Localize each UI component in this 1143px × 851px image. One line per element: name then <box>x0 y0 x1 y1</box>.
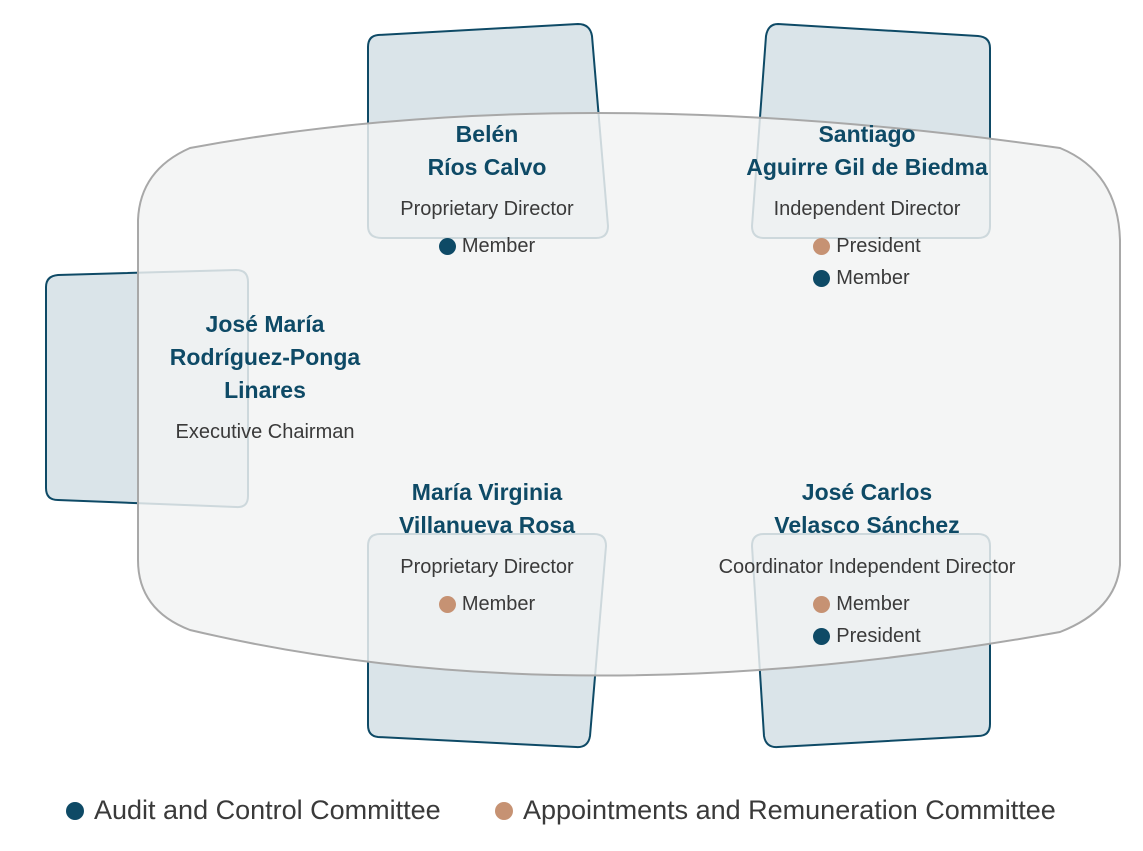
committee-position: President <box>836 235 921 257</box>
committee-position: Member <box>836 267 910 289</box>
director-name-line: Aguirre Gil de Biedma <box>746 154 988 180</box>
appointments-dot-icon <box>495 801 513 820</box>
committee-list: Member <box>438 588 536 620</box>
table <box>137 112 1121 677</box>
director-name-line: Santiago <box>818 121 916 147</box>
director-name-line: José María <box>205 311 325 337</box>
director-name-line: Rodríguez-Ponga <box>169 344 361 370</box>
audit-dot-icon <box>66 801 84 820</box>
committee-row: Member <box>438 230 536 262</box>
committee-position: Member <box>836 593 910 615</box>
appointments-dot-icon <box>438 595 456 613</box>
legend-audit: Audit and Control Committee <box>66 795 441 826</box>
committee-row: President <box>813 620 921 652</box>
committee-list: Member <box>438 230 536 262</box>
appointments-dot-icon <box>813 595 831 613</box>
committee-position: Member <box>461 235 536 257</box>
director-name-line: Linares <box>224 377 306 403</box>
committee-position: President <box>836 625 921 647</box>
director-name-line: María Virginia <box>411 479 563 505</box>
committee-position: Member <box>461 593 536 615</box>
director-name-line: José Carlos <box>801 479 933 505</box>
director-name-line: Belén <box>455 121 519 147</box>
director-role: Proprietary Director <box>400 556 574 578</box>
director-name-line: Velasco Sánchez <box>774 512 960 538</box>
director-role: Coordinator Independent Director <box>718 556 1016 578</box>
committee-row: Member <box>813 262 921 294</box>
director-role: Proprietary Director <box>400 198 574 220</box>
audit-dot-icon <box>438 237 456 255</box>
director-role: Independent Director <box>773 198 961 220</box>
legend-appointments: Appointments and Remuneration Committee <box>495 795 1056 826</box>
legend-audit-label: Audit and Control Committee <box>94 795 441 825</box>
director-name-line: Ríos Calvo <box>427 154 547 180</box>
director-name-line: Villanueva Rosa <box>399 512 575 538</box>
committee-row: Member <box>438 588 536 620</box>
audit-dot-icon <box>813 269 831 287</box>
committee-row: Member <box>813 588 921 620</box>
appointments-dot-icon <box>813 237 831 255</box>
legend-appointments-label: Appointments and Remuneration Committee <box>523 795 1056 825</box>
director-role: Executive Chairman <box>175 421 355 443</box>
audit-dot-icon <box>813 627 831 645</box>
committee-row: President <box>813 230 921 262</box>
